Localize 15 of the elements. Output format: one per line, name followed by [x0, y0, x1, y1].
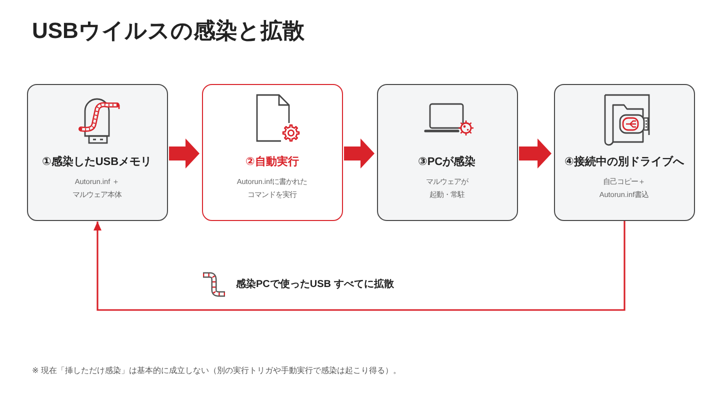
edge-label: 感染PCで使ったUSB すべてに拡散	[235, 278, 395, 292]
step-box	[202, 84, 343, 221]
step-box	[27, 84, 168, 221]
block-arrow	[519, 138, 552, 168]
footnote: ※ 現在「挿しただけ感染」は基本的に成立しない（別の実行トリガや手動実行で感染は起こり得る）。	[32, 365, 401, 377]
step-box	[377, 84, 518, 221]
block-arrow	[344, 138, 374, 168]
step-title: ①感染したUSBメモリ	[42, 155, 152, 169]
step-title: ④接続中の別ドライブへ	[564, 155, 684, 169]
step-box	[554, 84, 695, 221]
step-title: ③PCが感染	[418, 155, 476, 169]
title: USBウイルスの感染と拡散	[32, 17, 304, 45]
step-title: ②自動実行	[246, 155, 299, 169]
arrow	[94, 221, 626, 311]
block-arrow	[169, 138, 200, 168]
